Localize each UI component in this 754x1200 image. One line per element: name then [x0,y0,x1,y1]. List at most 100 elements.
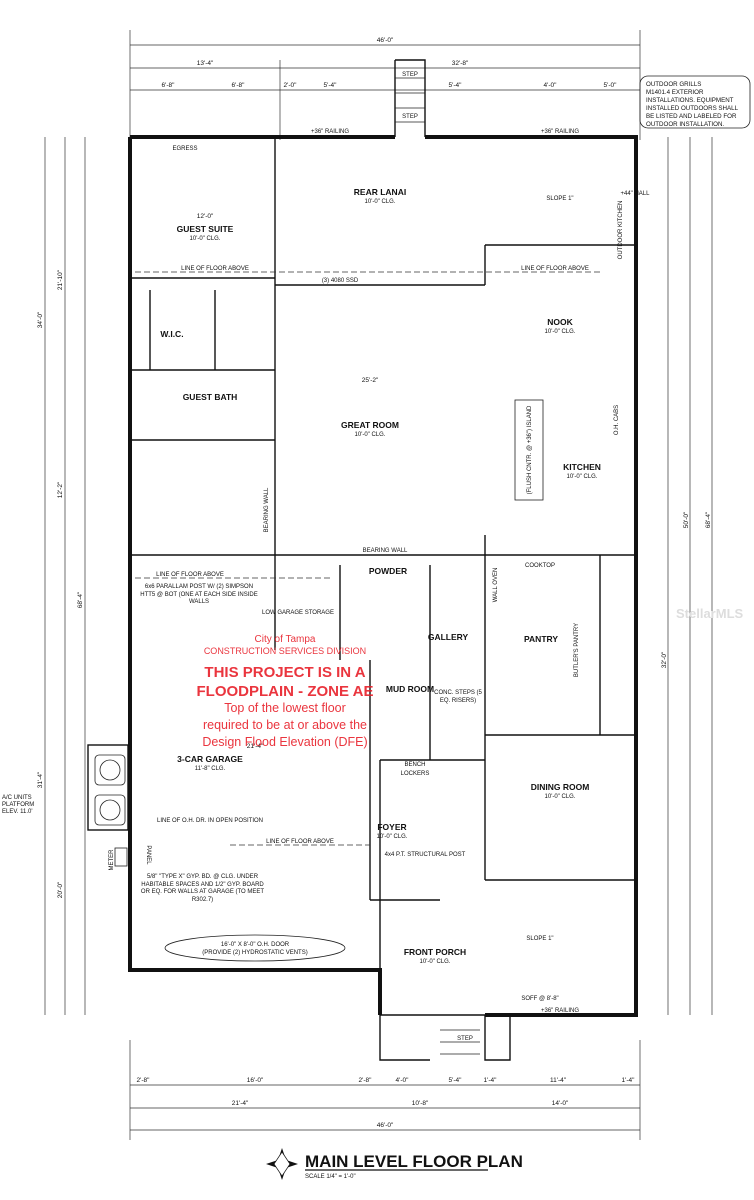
step-label: STEP [402,72,418,78]
struct-post-note: 4x4 P.T. STRUCTURAL POST [385,852,466,858]
room-pantry: PANTRY [524,634,558,644]
dim-bottom: 4'-0" [396,1077,410,1084]
dim-top-row: 6'-8" [162,82,176,89]
dim-top-row: 6'-8" [232,82,246,89]
garage-door-note: (PROVIDE (2) HYDROSTATIC VENTS) [202,950,307,956]
room-powder: POWDER [369,566,407,576]
fan-icon [99,799,121,821]
meter-label: METER [109,849,115,871]
dim-bottom: 14'-0" [552,1100,569,1107]
room-clg: 10'-0" CLG. [545,794,576,800]
railing-label: +36" RAILING [311,129,349,135]
cooktop-label: COOKTOP [525,563,555,569]
line-floor-above-label: LINE OF FLOOR ABOVE [156,572,224,578]
dim-top-row: 5'-0" [604,82,618,89]
dim-left-c: 12'-2" [57,481,64,498]
dim-left-e: 20'-0" [57,881,64,898]
egress-label: EGRESS [172,146,197,152]
stamp-line: FLOODPLAIN - ZONE AE [197,683,374,700]
dim-top-row: 5'-4" [324,82,338,89]
dim-garage: 21'-4" [247,743,264,750]
soffit-label: SOFF @ 8'-8" [521,996,558,1002]
line-floor-above-label: LINE OF FLOOR ABOVE [266,839,334,845]
top-dimensions: 46'-0" 13'-4" 32'-8" 6'-8" 6'-8" 2'-0" 5… [129,30,641,140]
parallam-note: 6x6 PARALLAM POST W/ (2) SIMPSON HTT5 @ … [140,584,258,605]
dim-right-b: 32'-0" [661,651,668,668]
wall-oven-label: WALL OVEN [493,568,499,603]
room-clg: 10'-0" CLG. [190,236,221,242]
stamp-line: required to be at or above the [203,718,367,732]
room-foyer: FOYER [377,822,406,832]
room-garage: 3-CAR GARAGE [177,754,243,764]
lockers-label: LOCKERS [401,771,430,777]
note-line: INSTALLED OUTDOORS SHALL [646,105,739,112]
dim-great: 25'-2" [362,377,379,384]
room-clg: 10'-0" CLG. [567,474,598,480]
floor-above-lines: LINE OF FLOOR ABOVE LINE OF FLOOR ABOVE … [135,266,600,846]
room-front-porch: FRONT PORCH [404,947,466,957]
stamp-line: THIS PROJECT IS IN A [204,664,365,681]
ac-units: A/C UNITS PLATFORM ELEV. 11.0' METER PAN… [2,744,151,871]
stamp-city: City of Tampa [255,634,316,645]
elev-label: ELEV. 11.0' [2,809,33,815]
outdoor-grills-note: OUTDOOR GRILLS M1401.4 EXTERIOR INSTALLA… [639,75,751,129]
room-clg: 10'-0" CLG. [377,834,408,840]
room-nook: NOOK [547,317,573,327]
railing-label: +36" RAILING [541,1008,579,1014]
room-mud-room: MUD ROOM [386,684,434,694]
dim-bottom: 2'-8" [137,1077,151,1084]
slope-label: SLOPE 1" [546,196,573,202]
conc-steps-note: CONC. STEPS (5 EQ. RISERS) [434,690,482,704]
bottom-dimensions: 2'-8" 16'-0" 2'-8" 4'-0" 5'-4" 1'-4" 11'… [129,1040,641,1140]
stairs-front: STEP [440,1029,480,1055]
fan-icon [99,759,121,781]
step-label: STEP [457,1036,473,1042]
type-x-note: 5/8" "TYPE X" GYP. BD. @ CLG. UNDER HABI… [140,874,265,903]
dim-left-d: 31'-4" [37,771,44,788]
room-dining: DINING ROOM [531,782,590,792]
dim-bottom: 1'-4" [622,1077,636,1084]
dim-top-b: 32'-8" [452,60,469,67]
room-rear-lanai: REAR LANAI [354,187,406,197]
dim-overall-bottom: 46'-0" [377,1122,394,1129]
dim-right-total: 68'-4" [705,511,712,528]
sliders-label: (3) 4080 SSD [322,278,359,284]
dim-left-total: 68'-4" [77,591,84,608]
ac-units-label: A/C UNITS [2,795,32,801]
dim-overall-top: 46'-0" [377,37,394,44]
stairs-rear: STEP STEP [395,72,425,123]
platform-label: PLATFORM [2,802,34,808]
bench-label: BENCH [404,762,425,768]
note-line: BE LISTED AND LABELED FOR [646,113,737,120]
butlers-pantry-label: BUTLER'S PANTRY [574,623,580,677]
stamp-line: Design Flood Elevation (DFE) [202,735,367,749]
dim-bottom: 21'-4" [232,1100,249,1107]
left-dimensions: 34'-0" 31'-4" 21'-10" 12'-2" 68'-4" 20'-… [37,137,86,1015]
dim-bottom: 5'-4" [449,1077,463,1084]
note-line: INSTALLATIONS. EQUIPMENT [646,97,734,104]
room-gallery: GALLERY [428,632,469,642]
step-label: STEP [402,114,418,120]
dim-right-a: 50'-0" [683,511,690,528]
garage-door-cloud [164,934,346,962]
panel-label: PANEL [145,845,151,865]
hall-label: +44" HALL [621,191,651,197]
dim-guest: 12'-0" [197,213,214,220]
dim-bottom: 10'-8" [412,1100,429,1107]
room-clg: 10'-0" CLG. [355,432,386,438]
line-floor-above-label: LINE OF FLOOR ABOVE [181,266,249,272]
garage-door-label: 16'-0" X 8'-0" O.H. DOOR [221,942,290,948]
room-kitchen: KITCHEN [563,462,601,472]
dim-left-b: 21'-10" [57,269,64,290]
dim-top-a: 13'-4" [197,60,214,67]
room-clg: 10'-0" CLG. [420,959,451,965]
dim-bottom: 11'-4" [550,1077,567,1084]
room-clg: 10'-0" CLG. [365,199,396,205]
stamp-line: Top of the lowest floor [224,701,346,715]
watermark: StellarMLS [676,606,744,621]
outdoor-kitchen-label: OUTDOOR KITCHEN [618,201,624,260]
plan-scale: SCALE 1/4" = 1'-0" [305,1174,356,1180]
bearing-wall-label: BEARING WALL [363,548,408,554]
note-line: OUTDOOR INSTALLATION. [646,121,724,128]
railing-label: +36" RAILING [541,129,579,135]
